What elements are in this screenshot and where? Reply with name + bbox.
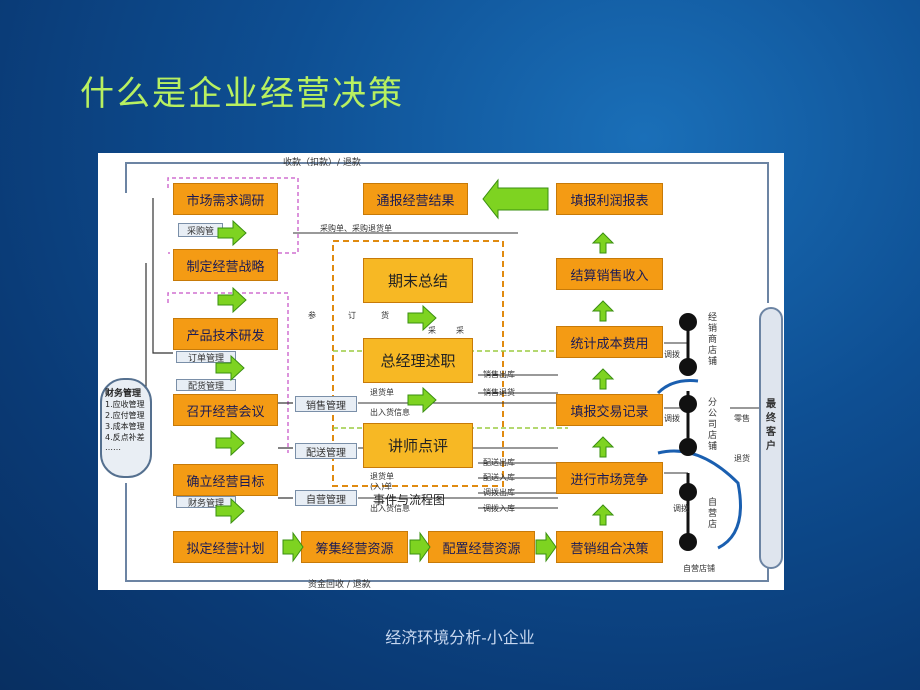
flow-label-return-1: 退货单 [370, 388, 394, 397]
box-gm-report: 总经理述职 [363, 338, 473, 383]
box-strategy: 制定经营战略 [173, 249, 278, 281]
store-dot-3 [679, 395, 697, 413]
flow-label-can: 参 [308, 311, 316, 320]
flow-label-transfer-a: 调拨 [664, 350, 680, 359]
box-market-research: 市场需求调研 [173, 183, 278, 215]
store-label-dealer: 经销商店铺 [708, 313, 718, 367]
box-raise-resources: 筹集经营资源 [301, 531, 408, 563]
flow-label-ding: 订 [348, 311, 356, 320]
customer-label: 最终客户 [766, 399, 776, 452]
store-dot-4 [679, 438, 697, 456]
box-sales-revenue: 结算销售收入 [556, 258, 663, 290]
flow-label-io-info-1: 出入货信息 [370, 408, 410, 417]
box-rnd: 产品技术研发 [173, 318, 278, 350]
box-profit-report: 填报利润报表 [556, 183, 663, 215]
flow-label-sales-out: 销售出库 [483, 370, 515, 379]
box-market-competition: 进行市场竞争 [556, 462, 663, 494]
finance-oval: 财务管理 1.应收管理 2.应付管理 3.成本管理 4.反点补差 …… [100, 378, 152, 478]
box-allocate-resources: 配置经营资源 [428, 531, 535, 563]
flow-label-return-3: 退货 [734, 454, 750, 463]
flow-diagram: 收款（扣款）/ 退款 资金回收 / 退款 市场需求调研 采购管 制定经营战略 产… [98, 153, 784, 590]
box-meeting: 召开经营会议 [173, 394, 278, 426]
flow-label-transfer-out: 调拨出库 [483, 488, 515, 497]
flow-label-transfer-c: 调拨 [673, 504, 689, 513]
flow-label-huo: 货 [381, 311, 389, 320]
box-transaction-record: 填报交易记录 [556, 394, 663, 426]
finance-item-3: 3.成本管理 [105, 422, 145, 431]
box-period-summary: 期末总结 [363, 258, 473, 303]
finance-title: 财务管理 [105, 389, 142, 399]
box-report-results: 通报经营结果 [363, 183, 468, 215]
finance-item-4: 4.反点补差 [105, 433, 145, 442]
store-dot-1 [679, 313, 697, 331]
box-cost-stats: 统计成本费用 [556, 326, 663, 358]
small-self-mgmt: 自营管理 [295, 490, 357, 506]
small-finance-mgmt: 财务管理 [176, 496, 236, 509]
bottom-flow-label: 资金回收 / 退款 [308, 580, 371, 590]
small-order-mgmt: 订单管理 [176, 351, 236, 364]
flow-label-sales-return: 销售退货 [483, 388, 515, 397]
center-caption: 事件与流程图 [373, 493, 446, 507]
store-dot-5 [679, 483, 697, 501]
diagram-lines [125, 162, 783, 582]
flow-label-transfer-in: 调拨入库 [483, 504, 515, 513]
finance-item-1: 1.应收管理 [105, 400, 145, 409]
self-store-bottom-label: 自营店铺 [683, 564, 715, 573]
small-delivery-mgmt: 配送管理 [295, 443, 357, 459]
store-dot-6 [679, 533, 697, 551]
flow-label-cai-2: 采 [456, 326, 464, 335]
slide-footer: 经济环境分析-小企业 [385, 628, 535, 647]
flow-label-return-2: 退货单 [370, 472, 394, 481]
store-label-self: 自营店 [708, 498, 718, 530]
store-dot-2 [679, 358, 697, 376]
small-sales-mgmt: 销售管理 [295, 396, 357, 412]
slide-title: 什么是企业经营决策 [80, 74, 404, 114]
flow-label-delivery-in: 配送入库 [483, 473, 515, 482]
flow-label-cai-1: 采 [428, 326, 436, 335]
top-flow-label: 收款（扣款）/ 退款 [283, 158, 361, 168]
small-allocation-mgmt: 配货管理 [176, 379, 236, 392]
box-marketing-mix: 营销组合决策 [556, 531, 663, 563]
finance-item-2: 2.应付管理 [105, 411, 145, 420]
flow-label-purchase: 采购单、采购退货单 [320, 224, 392, 233]
small-purchase: 采购管 [178, 223, 223, 237]
store-label-branch: 分公司店铺 [708, 398, 718, 452]
flow-label-io-info-2: 出入货信息 [370, 504, 410, 513]
flow-label-in-order: (入)单 [370, 482, 393, 491]
flow-label-delivery-out: 配送出库 [483, 458, 515, 467]
box-target: 确立经营目标 [173, 464, 278, 496]
flow-label-transfer-b: 调拨 [664, 414, 680, 423]
finance-dots: …… [105, 443, 121, 452]
box-plan: 拟定经营计划 [173, 531, 278, 563]
flow-label-retail: 零售 [734, 414, 750, 423]
box-instructor-review: 讲师点评 [363, 423, 473, 468]
